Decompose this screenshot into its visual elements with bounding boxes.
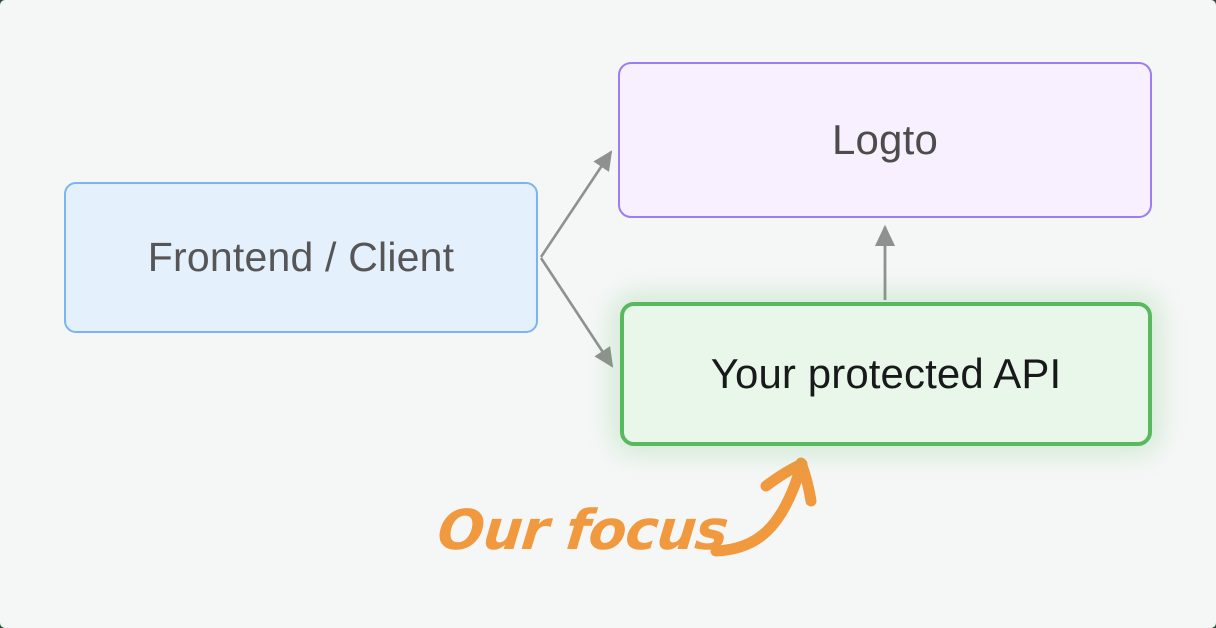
our-focus-arrow-icon — [710, 457, 817, 557]
node-logto[interactable]: Logto — [618, 62, 1152, 218]
node-your-protected-api[interactable]: Your protected API — [620, 302, 1152, 446]
node-frontend-client[interactable]: Frontend / Client — [64, 182, 538, 333]
annotation-our-focus-label: Our focus — [434, 498, 731, 562]
edge-frontend-to-logto — [539, 150, 613, 258]
node-frontend-client-label: Frontend / Client — [147, 233, 455, 280]
node-logto-label: Logto — [831, 115, 939, 163]
node-your-protected-api-label: Your protected API — [710, 349, 1062, 397]
edge-frontend-to-api — [539, 257, 614, 368]
